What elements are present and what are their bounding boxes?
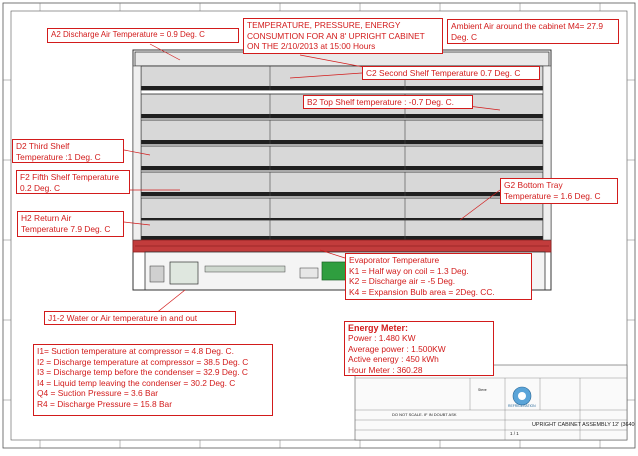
label-title: TEMPERATURE, PRESSURE, ENERGY CONSUMTION… [243,18,443,54]
label-h2-return-air: H2 Return Air Temperature 7.9 Deg. C [17,211,124,237]
label-d2-third-shelf: D2 Third Shelf Temperature :1 Deg. C [12,139,124,163]
title-block [354,364,628,441]
controller [299,267,319,279]
energy-average-power: Average power : 1.500KW [348,343,446,354]
cabinet-top [134,51,550,67]
energy-meter-title: Energy Meter: [348,323,409,333]
title-block-logo-text: REFRIGERATION [508,404,536,408]
label-f2-fifth-shelf: F2 Fifth Shelf Temperature 0.2 Deg. C [16,170,130,194]
energy-power: Power : 1.480 KW [348,333,416,344]
shelf-edge-2 [141,114,543,118]
shelf-edge-3 [141,140,543,144]
title-block-drawn-by: Steve [478,388,487,392]
shelf-edge-4 [141,166,543,170]
label-a2-discharge-air: A2 Discharge Air Temperature = 0.9 Deg. … [47,28,239,43]
shelf-edge-7 [141,236,543,240]
label-b2-top-shelf: B2 Top Shelf temperature : -0.7 Deg. C. [303,95,473,109]
right-panel [542,65,552,241]
title-block-sheet: 1 / 1 [510,431,519,436]
energy-active-energy: Active energy : 450 kWh [348,354,439,365]
label-evaporator: Evaporator Temperature K1 = Half way on … [345,253,532,300]
energy-hour-meter: Hour Meter : 360.28 [348,364,423,375]
sheet-border-inner [10,10,628,441]
compressor [169,261,199,285]
title-block-drawing-title: UPRIGHT CABINET ASSEMBLY 12' (3640 [532,422,635,428]
fan-unit [149,265,165,283]
energy-meter-box: Energy Meter: Power : 1.480 KW Average p… [344,321,494,376]
border-ticks [3,3,635,448]
title-block-warning: DO NOT SCALE. IF IN DOUBT ASK [392,412,457,417]
label-j12-water-air: J1-2 Water or Air temperature in and out [44,311,236,325]
label-g2-bottom-tray: G2 Bottom Tray Temperature = 1.6 Deg. C [500,178,618,204]
shelf-edge-1 [141,86,543,90]
shelf-edge-5 [141,192,543,196]
label-c2-second-shelf: C2 Second Shelf Temperature 0.7 Deg. C [362,66,540,80]
pipe-assembly [204,265,286,273]
label-ambient-air: Ambient Air around the cabinet M4= 27.9 … [447,19,619,44]
label-compressor-readings: I1= Suction temperature at compressor = … [33,344,273,416]
sheet-border-outer [2,2,636,449]
shelf-group [140,65,544,241]
